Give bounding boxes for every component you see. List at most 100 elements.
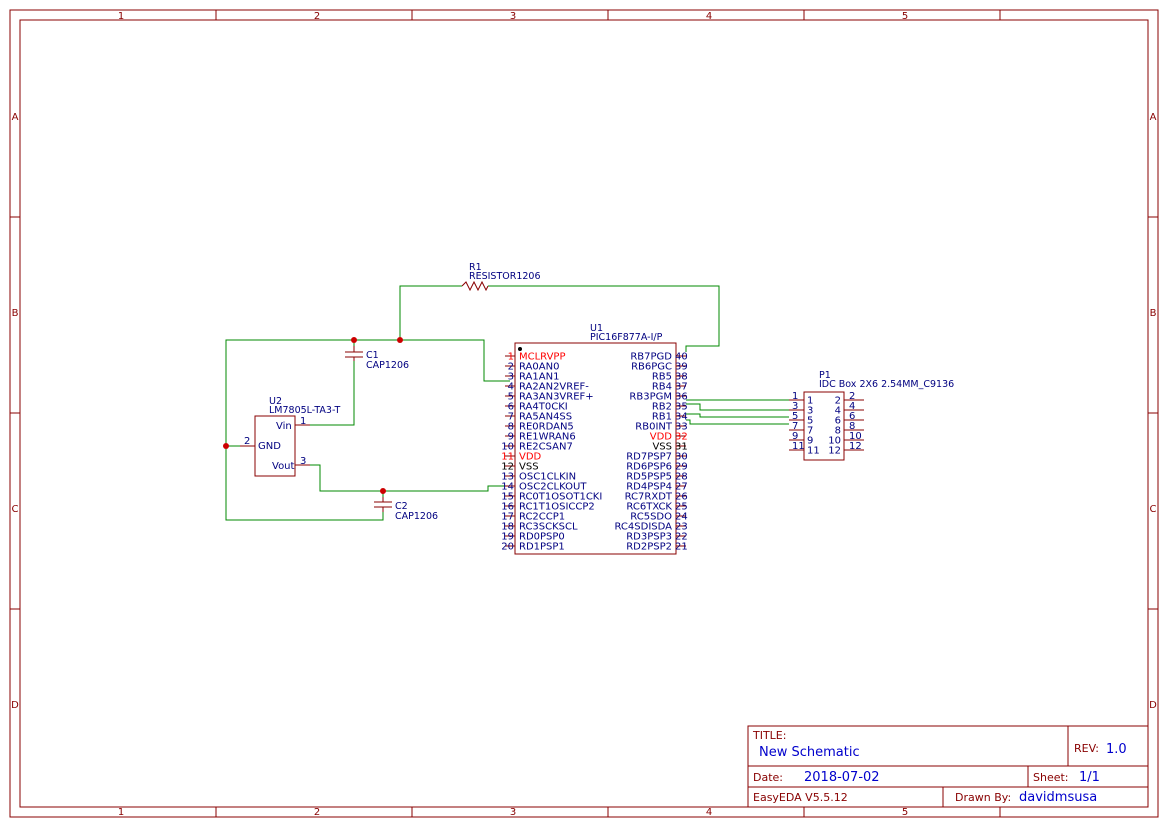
p1-pin-number: 10 [849,431,862,442]
u1-pin-name: RD7PSP7 [626,452,672,463]
junction-c1-vin [351,337,357,343]
u1-pin-number: 33 [675,422,688,433]
p1-pin-number: 9 [792,431,798,442]
u1-value: PIC16F877A-I/P [590,332,663,343]
u1-pin-number: 20 [501,542,514,553]
junctions [223,337,403,494]
u1-pin-name: RC5SDO [630,512,672,523]
junction-gnd [223,443,229,449]
capacitor-c1[interactable]: C1 CAP1206 [345,346,409,371]
u1-pin-number: 7 [508,412,514,423]
u1-pin-name: RC4SDISDA [614,522,672,533]
u1-pin-name: RB4 [652,382,672,393]
u1-pin-name: RE2CSAN7 [519,442,573,453]
u1-pin-name: RB3PGM [629,392,672,403]
c2-ref: C2 [395,501,408,512]
u1-pin-name: OSC1CLKIN [519,472,576,483]
u2-pin-vin-name: Vin [276,421,292,432]
col-label-top-4: 4 [706,11,712,22]
u1-pin-name: RB6PGC [631,362,672,373]
u2-pin-1-number: 1 [300,416,306,427]
u1-pin-number: 27 [675,482,688,493]
row-label-left-c: C [12,504,19,515]
u1-body [514,342,677,555]
wires [225,285,789,521]
sheet-label: Sheet: [1033,771,1069,784]
p1-pin-number: 1 [792,391,798,402]
u1-pin-name: RE1WRAN6 [519,432,576,443]
wire-vin-rail [225,339,510,446]
u1-pin-name: RB7PGD [630,352,672,363]
u1-pin-name: RD3PSP3 [626,532,672,543]
row-label-right-c: C [1150,504,1157,515]
wire-rb1-p1-5 [686,413,789,418]
software-version: EasyEDA V5.5.12 [753,791,848,804]
u1-pin-name: RB0INT [635,422,673,433]
p1-pin-inner-number: 11 [807,446,820,457]
u1-pin-name: RA0AN0 [519,362,559,373]
p1-pin-inner-number: 9 [807,436,813,447]
wire-gnd-rail [225,446,384,521]
u1-pin-name: RC6TXCK [626,502,672,513]
title-block: TITLE: New Schematic REV: 1.0 Date: 2018… [747,725,1149,808]
r1-ref: R1 [469,262,482,273]
u1-pin-number: 31 [675,442,688,453]
u1-pin-number: 3 [508,372,514,383]
p1-pin-inner-number: 4 [835,406,841,417]
u2-pin-vout-name: Vout [272,461,295,472]
p1-pin-number: 4 [849,401,855,412]
u1-pin-name: VDD [650,432,673,443]
p1-value: IDC Box 2X6 2.54MM_C9136 [819,379,954,390]
col-label-bottom-4: 4 [706,807,712,818]
u1-pin-number: 6 [508,402,514,413]
wire-vout [310,464,510,492]
p1-pin-inner-number: 6 [835,416,841,427]
u1-pin-number: 4 [508,382,514,393]
resistor-r1[interactable]: R1 RESISTOR1206 [461,262,541,292]
p1-pin-number: 2 [849,391,855,402]
p1-pin-number: 5 [792,411,798,422]
col-label-bottom-3: 3 [510,807,516,818]
date-label: Date: [753,771,783,784]
u1-pin-number: 17 [501,512,514,523]
p1-pin-inner-number: 7 [807,426,813,437]
p1-pin-number: 12 [849,441,862,452]
schematic-title: New Schematic [759,745,860,760]
frame-column-labels: 1 2 3 4 5 1 2 3 4 5 [118,11,908,818]
u1-pin-name: RB1 [652,412,672,423]
rev-value: 1.0 [1106,742,1127,757]
row-label-left-a: A [12,112,19,123]
u1-pin-number: 34 [675,412,688,423]
u1-pin-name: RD2PSP2 [626,542,672,553]
u1-pin-number: 26 [675,492,688,503]
u1-pin-number: 39 [675,362,688,373]
p1-pin-number: 8 [849,421,855,432]
col-label-bottom-5: 5 [902,807,908,818]
r1-value: RESISTOR1206 [469,271,541,282]
col-label-top-5: 5 [902,11,908,22]
u1-pin-number: 23 [675,522,688,533]
u2-pin-2-number: 2 [244,436,250,447]
u1-pin-name: RC0T1OSOT1CKI [519,492,602,503]
wire-r1-left [399,285,462,340]
u1-pin-name: RD0PSP0 [519,532,565,543]
u1-pin-number: 37 [675,382,688,393]
col-label-top-2: 2 [314,11,320,22]
u1-pin-number: 40 [675,352,688,363]
u1-pin-number: 18 [501,522,514,533]
u1-pin-number: 8 [508,422,514,433]
p1-pin-inner-number: 12 [828,446,841,457]
u1-pin-name: RC1T1OSICCP2 [519,502,595,513]
wire-r1-right [488,285,720,352]
capacitor-c2[interactable]: C2 CAP1206 [374,497,438,522]
u1-pin-name: RA2AN2VREF- [519,382,589,393]
u1-pin-name: RD4PSP4 [626,482,672,493]
p1-pin-number: 6 [849,411,855,422]
regulator-u2[interactable]: U2 LM7805L-TA3-T Vin GND Vout 1 2 3 [240,396,341,477]
junction-c2-vout [380,488,386,494]
